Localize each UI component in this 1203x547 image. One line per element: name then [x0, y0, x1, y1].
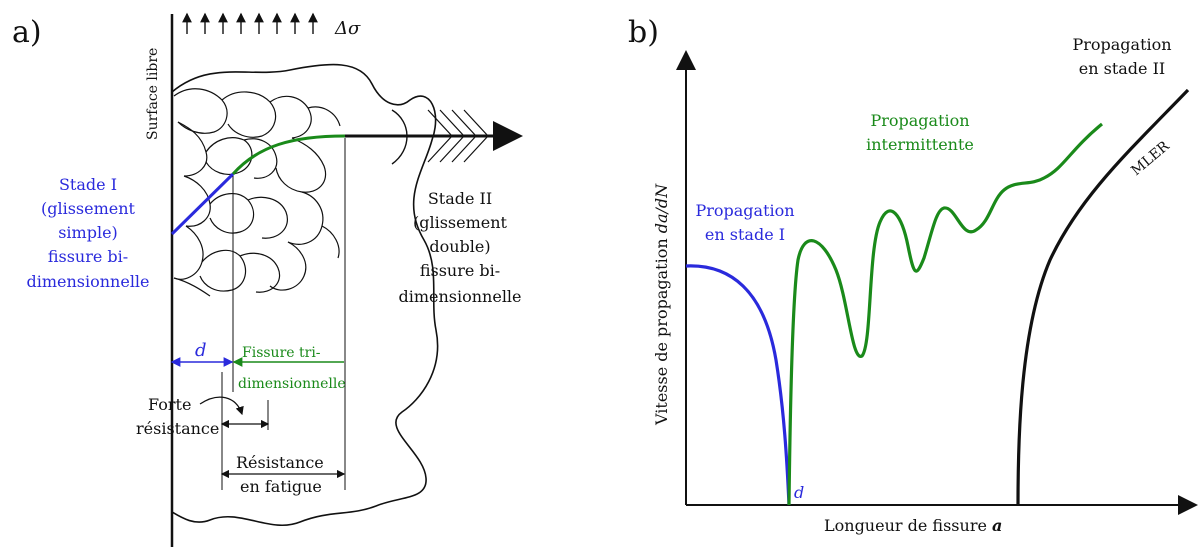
specimen-outline [171, 63, 439, 527]
panel-a: a) Surface libre Δσ [12, 12, 523, 547]
tri-label-2: dimensionnelle [238, 376, 346, 392]
stage1-curve [685, 264, 791, 506]
intermittent-curve [787, 122, 1104, 506]
stress-delta-label: Δσ [334, 18, 361, 39]
forte-label-1: Forte [148, 395, 191, 414]
fatigue-label-1: Résistance [236, 453, 324, 472]
svg-text:simple): simple) [58, 223, 118, 242]
tri-label-1: Fissure tri- [242, 345, 321, 361]
intermittent-label-2: intermittente [866, 135, 974, 154]
forte-pointer [199, 396, 244, 416]
tri-crack-curve [231, 134, 346, 175]
dimension-guides [221, 138, 346, 490]
y-axis-label: Vitesse de propagation da/dN [652, 183, 671, 426]
svg-text:dimensionnelle: dimensionnelle [26, 272, 149, 291]
stage2-text: Stade II (glissement double) fissure bi-… [398, 189, 521, 306]
d-axis-label: d [794, 483, 804, 502]
panel-a-letter: a) [12, 15, 42, 50]
forte-label-2: résistance [136, 419, 219, 438]
grain-structure [173, 88, 341, 297]
svg-text:Stade II: Stade II [428, 189, 492, 208]
svg-text:fissure bi-: fissure bi- [48, 247, 128, 266]
stage1-text: Stade I (glissement simple) fissure bi- … [26, 175, 149, 291]
panel-b-letter: b) [628, 15, 659, 50]
d-dimension-label: d [195, 340, 207, 361]
stage1-crack-line [170, 172, 235, 236]
x-axis-label: Longueur de fissure a [824, 516, 1002, 535]
free-surface-label: Surface libre [145, 48, 161, 140]
plastic-zone-arc [391, 109, 408, 165]
stage2-curve [1016, 88, 1190, 506]
stage2-label-2: en stade II [1079, 59, 1165, 78]
intermittent-label-1: Propagation [870, 111, 969, 130]
stage1-label-2: en stade I [705, 225, 785, 244]
stage1-label-1: Propagation [695, 201, 794, 220]
svg-text:(glissement: (glissement [41, 199, 136, 218]
svg-text:Stade I: Stade I [59, 175, 117, 194]
fatigue-label-2: en fatigue [240, 477, 322, 496]
stage2-label-1: Propagation [1072, 35, 1171, 54]
svg-text:double): double) [429, 237, 490, 256]
svg-text:dimensionnelle: dimensionnelle [398, 287, 521, 306]
svg-text:(glissement: (glissement [413, 213, 508, 232]
stress-arrows [182, 12, 318, 34]
panel-b: b) Vitesse de propagation da/dN Longueur… [628, 15, 1198, 535]
slip-chevrons [427, 109, 489, 163]
svg-text:fissure bi-: fissure bi- [420, 261, 500, 280]
